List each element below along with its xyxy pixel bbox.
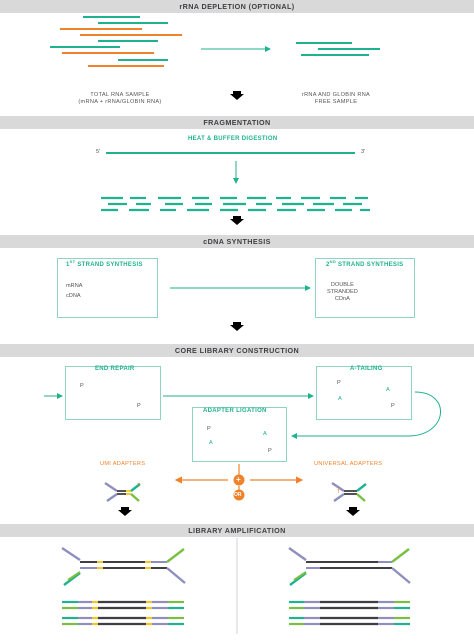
first-strand-num: 1 bbox=[66, 262, 70, 268]
down-arrow-umi bbox=[118, 507, 132, 516]
first-strand-text: STRAND SYNTHESIS bbox=[75, 262, 143, 268]
a-marker-ligation-2: A bbox=[263, 431, 267, 437]
or-circle bbox=[233, 489, 245, 501]
ds-line1: DOUBLE bbox=[330, 282, 354, 288]
section-header-core-library: CORE LIBRARY CONSTRUCTION bbox=[0, 344, 474, 357]
a-tailing-return-arrow bbox=[291, 391, 441, 439]
a-marker-ligation-1: A bbox=[209, 440, 213, 446]
total-rna-line2: (mRNA + rRNA/GLOBIN RNA) bbox=[78, 99, 162, 105]
p-marker-ligation-1: P bbox=[207, 426, 211, 432]
plus-label: + bbox=[236, 475, 241, 484]
a-marker-a-tailing-2: A bbox=[386, 387, 390, 393]
double-stranded-label: DOUBLE STRANDED CDnA bbox=[327, 282, 358, 303]
adapter-ligation-box bbox=[192, 407, 287, 462]
umi-adapter-icon bbox=[104, 482, 141, 502]
end-repair-box bbox=[65, 366, 161, 420]
plus-circle bbox=[233, 474, 245, 486]
ds-line2: STRANDED bbox=[327, 289, 358, 295]
total-rna-strands bbox=[50, 16, 182, 67]
section-header-rrna-depletion: rRNA DEPLETION (OPTIONAL) bbox=[0, 0, 474, 13]
second-strand-text: STRAND SYNTHESIS bbox=[336, 262, 404, 268]
free-sample-label: rRNA AND GLOBIN RNA FREE SAMPLE bbox=[284, 92, 388, 106]
a-tailing-title: A-TAILING bbox=[350, 366, 383, 372]
t-marker-universal: T bbox=[337, 489, 341, 495]
universal-adapter-icon bbox=[331, 482, 367, 502]
p-marker-a-tailing-2: P bbox=[391, 403, 395, 409]
umi-amplified-products bbox=[62, 600, 184, 626]
down-arrow-1 bbox=[230, 91, 244, 100]
universal-amplified-products bbox=[289, 600, 410, 626]
first-strand-title: 1ST STRAND SYNTHESIS bbox=[66, 259, 143, 268]
heat-buffer-label: HEAT & BUFFER DIGESTION bbox=[188, 136, 278, 142]
end-repair-title: END REPAIR bbox=[95, 366, 135, 372]
adapter-ligation-title: ADAPTER LIGATION bbox=[203, 408, 267, 414]
p-marker-end-repair-2: P bbox=[137, 403, 141, 409]
second-strand-sup: ND bbox=[329, 259, 337, 264]
universal-adapters-label: UNIVERSAL ADAPTERS bbox=[314, 461, 383, 467]
three-prime-label: 3' bbox=[361, 149, 366, 155]
universal-library-construct bbox=[288, 547, 411, 586]
p-marker-end-repair-1: P bbox=[80, 383, 84, 389]
or-label: OR bbox=[234, 492, 242, 498]
first-strand-box bbox=[57, 258, 158, 318]
free-sample-strands bbox=[296, 42, 380, 56]
a-marker-a-tailing-1: A bbox=[338, 396, 342, 402]
second-strand-num: 2 bbox=[326, 262, 330, 268]
down-arrow-universal bbox=[346, 507, 360, 516]
fragmented-strands bbox=[101, 196, 370, 212]
section-header-cdna-synthesis: cDNA SYNTHESIS bbox=[0, 235, 474, 248]
umi-adapters-label: UMI ADAPTERS bbox=[100, 461, 146, 467]
cdna-label: cDNA bbox=[66, 293, 81, 299]
first-strand-sup: ST bbox=[69, 259, 76, 264]
free-sample-line1: rRNA AND GLOBIN RNA bbox=[301, 92, 371, 98]
p-marker-a-tailing-1: P bbox=[337, 380, 341, 386]
mrna-label: mRNA bbox=[66, 283, 83, 289]
second-strand-title: 2ND STRAND SYNTHESIS bbox=[326, 259, 403, 268]
free-sample-line2: FREE SAMPLE bbox=[314, 99, 358, 105]
t-marker-umi: T bbox=[137, 483, 141, 489]
ds-line3: CDnA bbox=[334, 296, 350, 302]
five-prime-label: 5' bbox=[96, 149, 101, 155]
a-tailing-box bbox=[316, 366, 412, 420]
total-rna-label: TOTAL RNA SAMPLE (mRNA + rRNA/GLOBIN RNA… bbox=[60, 92, 180, 106]
umi-library-construct bbox=[61, 547, 186, 586]
second-strand-box bbox=[315, 258, 415, 318]
section-header-fragmentation: FRAGMENTATION bbox=[0, 116, 474, 129]
down-arrow-3 bbox=[230, 322, 244, 331]
p-marker-ligation-2: P bbox=[268, 448, 272, 454]
down-arrow-2 bbox=[230, 216, 244, 225]
total-rna-line1: TOTAL RNA SAMPLE bbox=[90, 92, 150, 98]
section-header-library-amplification: LIBRARY AMPLIFICATION bbox=[0, 524, 474, 537]
